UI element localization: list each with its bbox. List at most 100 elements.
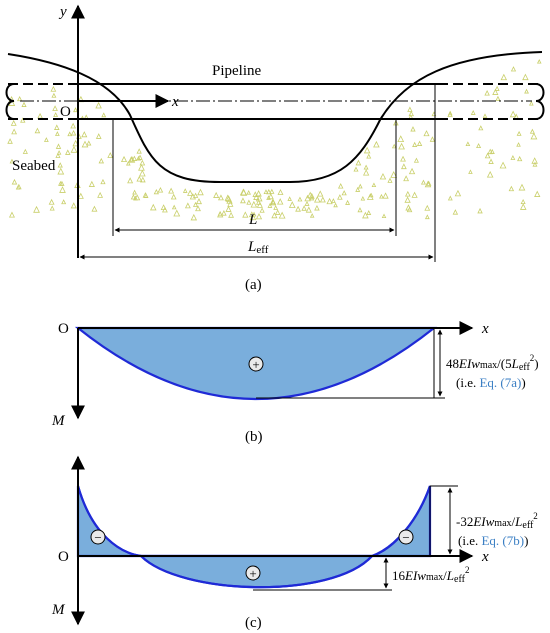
seabed-dot xyxy=(95,133,102,139)
seabed-dot xyxy=(57,167,65,175)
sign-minus-left-c: − xyxy=(90,529,106,545)
seabed-dot xyxy=(65,149,71,155)
seabed-dot xyxy=(524,88,529,94)
seabed-dot xyxy=(8,211,15,218)
origin-label: O xyxy=(60,104,71,120)
seabed-dot xyxy=(401,163,407,170)
seabed-dot xyxy=(404,196,411,203)
seabed-dot xyxy=(86,140,92,146)
seabed-dot xyxy=(173,209,181,217)
seabed-dot xyxy=(217,211,224,218)
seabed-dot xyxy=(157,186,164,193)
seabed-dot xyxy=(37,112,43,119)
x-axis-label: x xyxy=(171,94,179,110)
seabed-dot xyxy=(95,101,102,109)
seabed-dot xyxy=(33,205,40,213)
seabed-dot xyxy=(59,186,66,193)
seabed-dot xyxy=(301,205,307,211)
seabed-dot xyxy=(192,201,199,207)
seabed-dot xyxy=(126,160,131,166)
seabed-dot xyxy=(242,211,249,218)
seabed-dot xyxy=(486,170,494,178)
seabed-dot xyxy=(249,213,257,221)
seabed-dot xyxy=(277,198,284,205)
seabed-dot xyxy=(273,205,279,210)
seabed-label: Seabed xyxy=(12,158,56,174)
seabed-dot xyxy=(404,190,411,197)
seabed-dot xyxy=(468,169,473,174)
seabed-dot xyxy=(195,205,201,212)
seabed-dot xyxy=(366,210,372,215)
seabed-dot xyxy=(224,194,231,201)
seabed-dot xyxy=(482,113,488,118)
seabed-dot xyxy=(387,177,393,183)
seabed-dot xyxy=(478,125,484,131)
formula-bottom-c: 16EIwmax/Leff2 xyxy=(392,565,469,585)
seabed-dot xyxy=(403,175,410,182)
seabed-dot xyxy=(509,110,517,118)
seabed-dot xyxy=(400,155,406,162)
eq-7b-link[interactable]: Eq. (7b) xyxy=(481,533,524,548)
seabed-dot xyxy=(362,211,369,219)
caption-c: (c) xyxy=(245,615,262,631)
seabed-dot xyxy=(405,204,412,211)
seabed-dot xyxy=(182,188,188,193)
seabed-dot xyxy=(51,92,57,98)
seabed-dot xyxy=(239,188,247,196)
seabed-dot xyxy=(192,192,199,198)
seabed-dot xyxy=(246,199,252,205)
panel-b: O x M + 48EIwmax/(5Leff2) (i.e. Eq. (7a)… xyxy=(51,321,539,445)
seabed-dot xyxy=(452,209,459,215)
seabed-dot xyxy=(48,198,55,205)
seabed-dot xyxy=(510,66,517,72)
x-label-c: x xyxy=(481,549,489,565)
seabed-dot xyxy=(470,109,476,115)
seabed-dot xyxy=(53,112,59,117)
seabed-dot xyxy=(508,185,515,192)
seabed-dot xyxy=(15,184,21,190)
seabed-dots xyxy=(7,59,542,221)
seabed-dot xyxy=(495,95,501,101)
eq-7a-link[interactable]: Eq. (7a) xyxy=(479,375,521,390)
seabed-dot xyxy=(197,188,204,196)
seabed-dot xyxy=(195,198,203,205)
seabed-dot xyxy=(397,135,405,142)
seabed-dot xyxy=(56,150,62,155)
seabed-dot xyxy=(97,191,104,198)
sign-plus-mid-c: + xyxy=(245,565,261,581)
seabed-dot xyxy=(227,200,234,207)
seabed-dot xyxy=(371,182,377,188)
seabed-dot xyxy=(518,183,526,191)
seabed-dot xyxy=(357,207,363,213)
seabed-dot xyxy=(492,88,499,95)
seabed-dot xyxy=(49,205,55,211)
origin-b: O xyxy=(58,321,69,337)
seabed-dot xyxy=(138,169,146,177)
seabed-dot xyxy=(107,152,114,158)
seabed-dot xyxy=(132,189,138,195)
seabed-dot xyxy=(412,141,418,147)
seabed-dot xyxy=(398,142,405,150)
seabed-dot xyxy=(54,124,60,130)
seabed-dot xyxy=(454,189,462,197)
seabed-dot xyxy=(70,129,77,136)
seabed-dot xyxy=(168,187,175,194)
seabed-dot xyxy=(128,156,134,162)
seabed-dot xyxy=(246,189,252,195)
seabed-dot xyxy=(355,186,361,192)
seabed-dot xyxy=(136,148,142,154)
seabed-dot xyxy=(138,163,145,171)
seabed-dot xyxy=(429,136,436,142)
seabed-dot xyxy=(128,156,136,163)
seabed-dot xyxy=(81,131,88,138)
seabed-dot xyxy=(408,110,414,117)
seabed-dot xyxy=(55,131,60,136)
seabed-dot xyxy=(530,132,538,140)
seabed-dot xyxy=(266,195,271,200)
seabed-dot xyxy=(416,140,423,146)
seabed-dot xyxy=(55,152,61,158)
seabed-dot xyxy=(240,197,246,204)
seabed-dot xyxy=(314,195,321,203)
seabed-dot xyxy=(55,143,62,149)
seabed-dot xyxy=(11,178,18,185)
